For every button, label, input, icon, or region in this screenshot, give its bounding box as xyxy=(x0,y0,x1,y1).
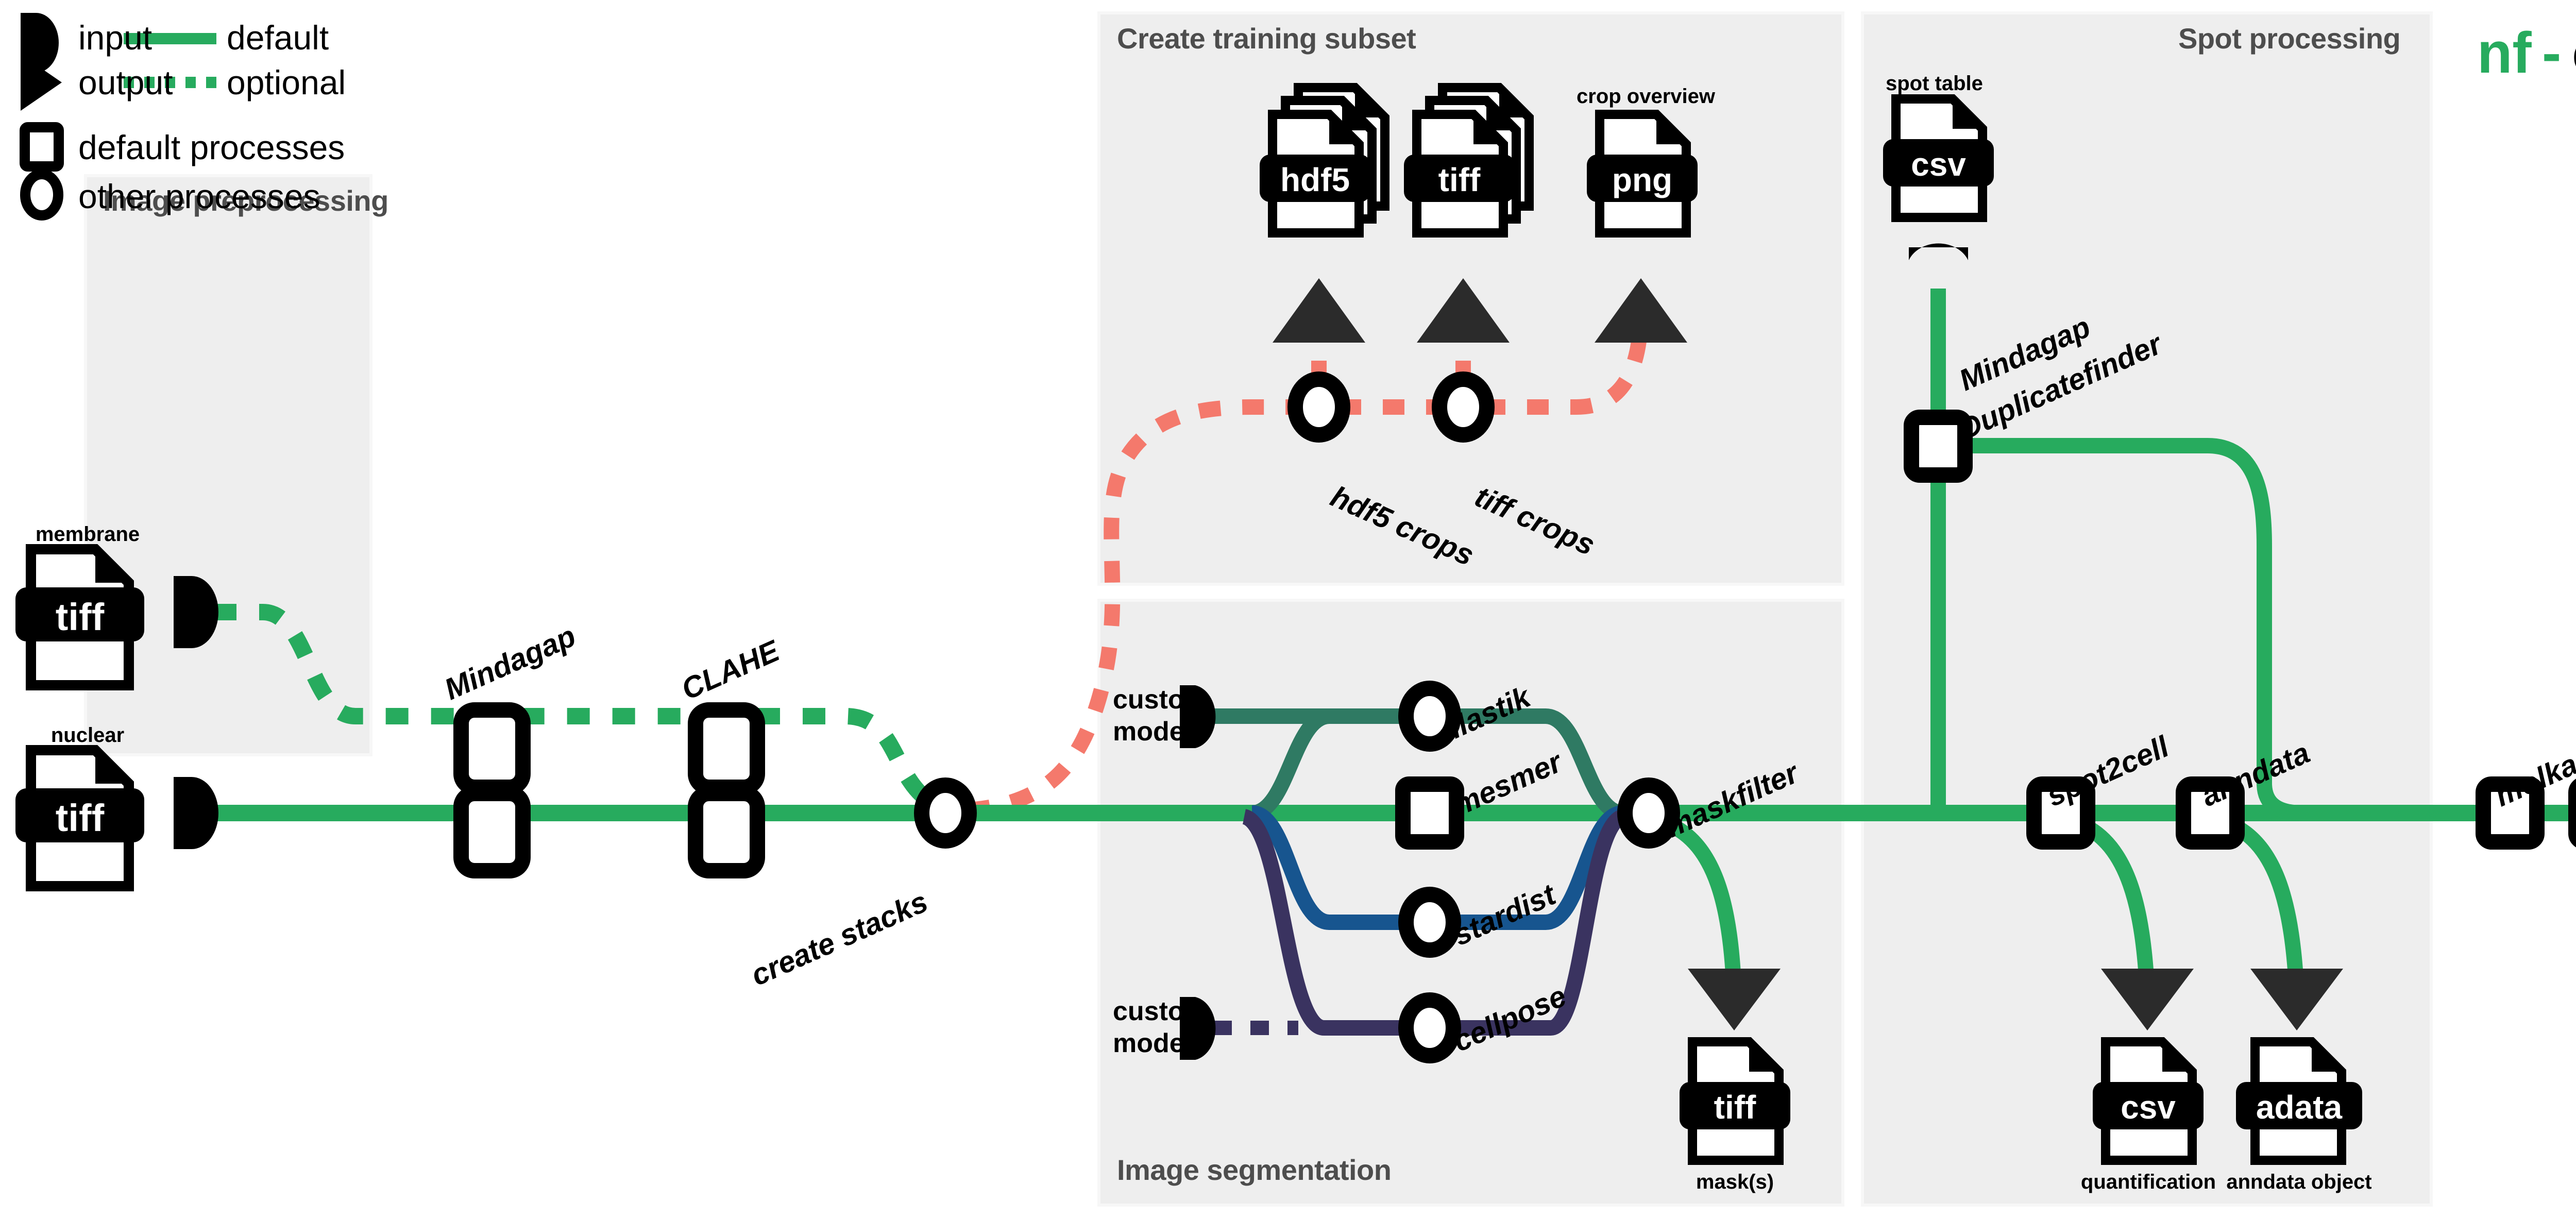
logo-org-suffix: core/ xyxy=(2572,20,2576,86)
legend-label-default-line: default xyxy=(227,19,329,57)
file-icon-anndata-adata xyxy=(2236,1037,2362,1165)
panel-title-image-segmentation: Image segmentation xyxy=(1117,1154,1392,1186)
output-arrow-tiffcrop-icon xyxy=(1417,278,1510,343)
input-connector-custom-model-top-icon xyxy=(1180,685,1216,748)
process-node-molkartqc[interactable] xyxy=(2476,776,2545,850)
input-connector-nuclear-icon xyxy=(174,777,218,849)
caption-spot-table: spot table xyxy=(1886,72,1983,95)
process-node-create-stacks[interactable] xyxy=(914,777,977,849)
edge-maskfilter-to-mask-output xyxy=(1666,817,1742,995)
process-node-tiff-crops[interactable] xyxy=(1432,371,1495,443)
caption-mask-output: mask(s) xyxy=(1696,1171,1774,1193)
process-node-cellpose[interactable] xyxy=(1398,992,1461,1063)
output-arrow-png-icon xyxy=(1595,278,1687,343)
legend-circle-node-icon xyxy=(20,169,63,221)
process-node-ilastik[interactable] xyxy=(1398,681,1461,752)
file-ext-quantification-csv: csv xyxy=(2121,1089,2176,1126)
edge-anndata-to-adata-object xyxy=(2227,817,2304,995)
edge-duplicatefinder-to-trunk xyxy=(1968,438,2303,821)
logo-org-dash: - xyxy=(2542,21,2562,85)
caption-custom-model-bottom-line2: model xyxy=(1113,1028,1192,1058)
process-node-anndata[interactable] xyxy=(2176,776,2245,850)
edge-membrane-optional xyxy=(214,604,757,724)
caption-quantification-output: quantification xyxy=(2080,1171,2216,1193)
output-arrow-adata-icon xyxy=(2250,969,2343,1030)
legend-label-optional-line: optional xyxy=(227,63,346,102)
file-icon-membrane-tiff xyxy=(15,544,144,690)
legend-label-other-processes: other processes xyxy=(78,177,320,215)
input-connector-spot-table-icon xyxy=(1909,243,1968,260)
process-node-mindagap[interactable] xyxy=(453,702,531,878)
file-ext-anndata-adata: adata xyxy=(2256,1089,2343,1126)
caption-crop-overview: crop overview xyxy=(1577,85,1716,108)
file-ext-membrane-tiff: tiff xyxy=(55,596,105,638)
output-arrow-hdf5-icon xyxy=(1273,278,1365,343)
file-ext-tiff-crop: tiff xyxy=(1438,161,1481,198)
panel-title-image-preprocessing: Image preprocessing xyxy=(103,184,388,217)
caption-custom-model-top-line2: model xyxy=(1113,717,1192,747)
input-connector-membrane-icon xyxy=(174,576,218,648)
process-node-mesmer[interactable] xyxy=(1395,776,1464,850)
process-node-stardist[interactable] xyxy=(1398,887,1461,958)
legend-label-default-processes: default processes xyxy=(78,128,345,166)
file-icon-nuclear-tiff xyxy=(15,745,144,891)
logo-org-prefix: nf xyxy=(2477,21,2532,85)
process-node-spot2cell[interactable] xyxy=(2026,776,2095,850)
caption-custom-model-top-line1: custom xyxy=(1113,685,1208,715)
legend-input-marker-icon xyxy=(21,13,59,73)
file-ext-hdf5: hdf5 xyxy=(1280,161,1350,198)
caption-custom-model-bottom-line1: custom xyxy=(1113,996,1208,1026)
caption-membrane: membrane xyxy=(35,523,140,546)
input-connector-custom-model-bottom-icon xyxy=(1180,997,1216,1060)
file-icon-tiff-crop-stack xyxy=(1404,83,1534,238)
panel-title-create-training-subset: Create training subset xyxy=(1117,22,1416,55)
panel-title-spot-processing: Spot processing xyxy=(2178,22,2401,55)
file-icon-mask-tiff xyxy=(1680,1037,1790,1165)
edge-tiffcrops-to-cropoverview xyxy=(1484,294,1649,415)
edge-branch-cellpose-out xyxy=(1450,809,1626,1036)
legend-label-output: output xyxy=(78,63,173,102)
file-icon-quantification-csv xyxy=(2093,1037,2204,1165)
caption-anndata-object-output: anndata object xyxy=(2226,1171,2372,1193)
file-ext-mask-tiff: tiff xyxy=(1714,1089,1756,1126)
file-icon-hdf5-stack xyxy=(1260,83,1389,238)
process-node-maskfilter[interactable] xyxy=(1617,777,1680,849)
file-icon-crop-overview-png xyxy=(1587,110,1698,238)
edge-clahe-to-createstacks-optional xyxy=(757,708,933,806)
edge-branch-ilastik xyxy=(1251,708,1409,821)
edge-branch-stardist xyxy=(1250,805,1409,930)
output-arrow-quantification-icon xyxy=(2101,969,2194,1030)
file-icon-spot-table-csv xyxy=(1883,94,1994,222)
output-arrow-mask-icon xyxy=(1688,969,1781,1030)
process-node-hdf5-crops[interactable] xyxy=(1287,371,1350,443)
process-node-clahe[interactable] xyxy=(688,702,765,878)
edge-createstacks-to-crops-optional xyxy=(968,399,1298,818)
process-node-mindagap-duplicatefinder[interactable] xyxy=(1904,410,1973,483)
edge-branch-ilastik-out xyxy=(1450,708,1624,821)
edge-branch-cellpose xyxy=(1241,809,1409,1036)
legend-label-input: input xyxy=(78,19,152,57)
legend-square-node-icon xyxy=(20,122,64,172)
legend-output-arrow-icon xyxy=(21,54,62,111)
file-ext-png: png xyxy=(1612,161,1673,198)
file-ext-nuclear-tiff: tiff xyxy=(55,797,105,839)
edge-spot2cell-to-quantification xyxy=(2078,817,2155,995)
caption-nuclear: nuclear xyxy=(50,724,125,747)
file-ext-spot-table-csv: csv xyxy=(1911,146,1966,183)
